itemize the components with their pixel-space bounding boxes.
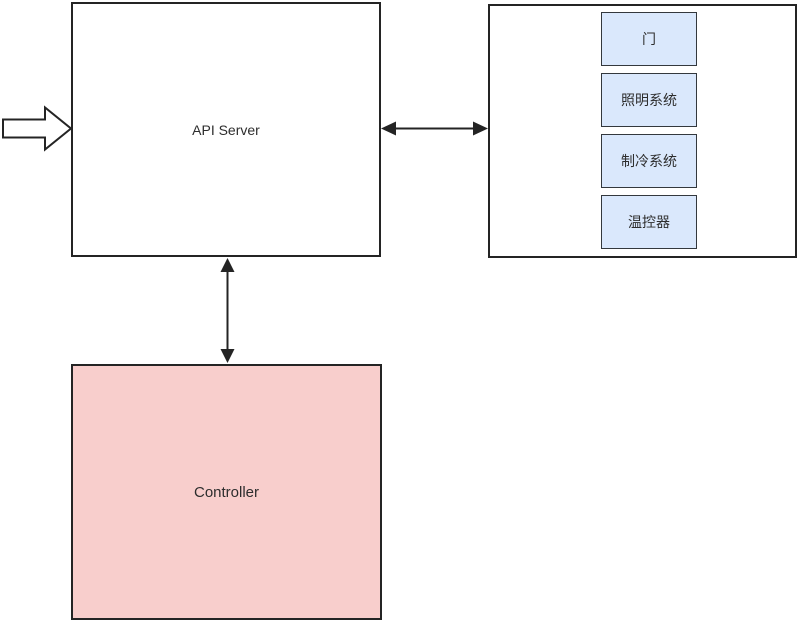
device-item-cooling-system: 制冷系统 — [601, 134, 697, 188]
device-panel: 门 照明系统 制冷系统 温控器 — [488, 4, 797, 258]
device-label: 门 — [642, 31, 656, 47]
api-controller-arrow — [220, 258, 235, 363]
controller-box: Controller — [71, 364, 382, 620]
device-label: 温控器 — [628, 214, 670, 230]
api-devices-arrow — [381, 121, 488, 136]
device-item-door: 门 — [601, 12, 697, 66]
controller-label: Controller — [193, 483, 260, 501]
device-item-lighting-system: 照明系统 — [601, 73, 697, 127]
api-server-label: API Server — [192, 121, 260, 138]
device-label: 制冷系统 — [621, 153, 677, 169]
device-label: 照明系统 — [621, 92, 677, 108]
external-input-arrow — [2, 105, 73, 152]
api-server-box: API Server — [71, 2, 381, 257]
device-item-thermostat: 温控器 — [601, 195, 697, 249]
